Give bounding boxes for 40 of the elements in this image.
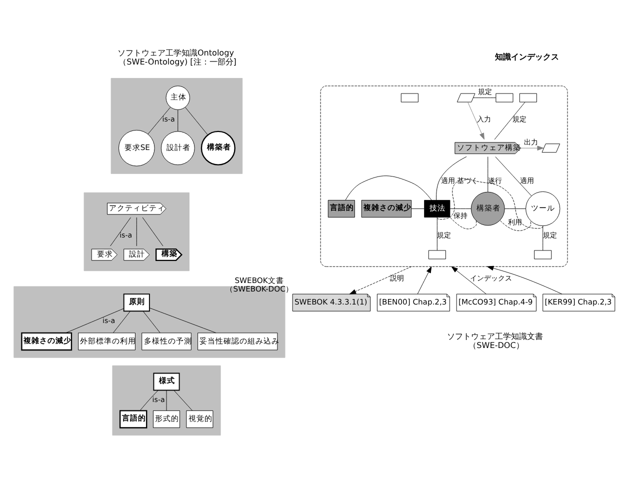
connector bbox=[112, 310, 130, 333]
connector bbox=[345, 175, 432, 200]
connector bbox=[436, 156, 467, 200]
cluster bbox=[112, 364, 221, 436]
cluster bbox=[110, 78, 243, 174]
arrow bbox=[486, 265, 562, 294]
connector bbox=[185, 106, 208, 135]
node-parallelogram bbox=[456, 92, 476, 102]
connector bbox=[436, 216, 438, 250]
connector bbox=[140, 390, 158, 410]
connector bbox=[500, 220, 532, 230]
node-box bbox=[519, 92, 537, 102]
connector bbox=[166, 390, 167, 410]
connector bbox=[436, 178, 544, 228]
cluster bbox=[14, 286, 286, 358]
connector bbox=[66, 308, 124, 333]
arrow bbox=[451, 266, 486, 294]
connector bbox=[174, 390, 193, 410]
connector bbox=[473, 97, 496, 98]
connector bbox=[142, 216, 164, 246]
arrow bbox=[520, 145, 544, 150]
connector bbox=[142, 310, 160, 333]
connector bbox=[148, 106, 171, 134]
arrow bbox=[417, 266, 432, 294]
node-parallelogram bbox=[542, 143, 560, 152]
connector bbox=[136, 216, 137, 246]
node-box bbox=[534, 250, 552, 259]
connector bbox=[450, 216, 477, 229]
connector bbox=[149, 307, 216, 333]
arrow bbox=[349, 266, 412, 294]
node-box bbox=[428, 250, 446, 259]
node-box bbox=[496, 92, 514, 102]
connector bbox=[495, 156, 532, 196]
connector bbox=[110, 216, 131, 246]
cluster bbox=[84, 192, 190, 271]
arrow bbox=[468, 101, 484, 140]
cluster bbox=[320, 85, 568, 266]
connector bbox=[542, 225, 544, 250]
node-box bbox=[400, 92, 418, 102]
connector bbox=[494, 101, 526, 140]
